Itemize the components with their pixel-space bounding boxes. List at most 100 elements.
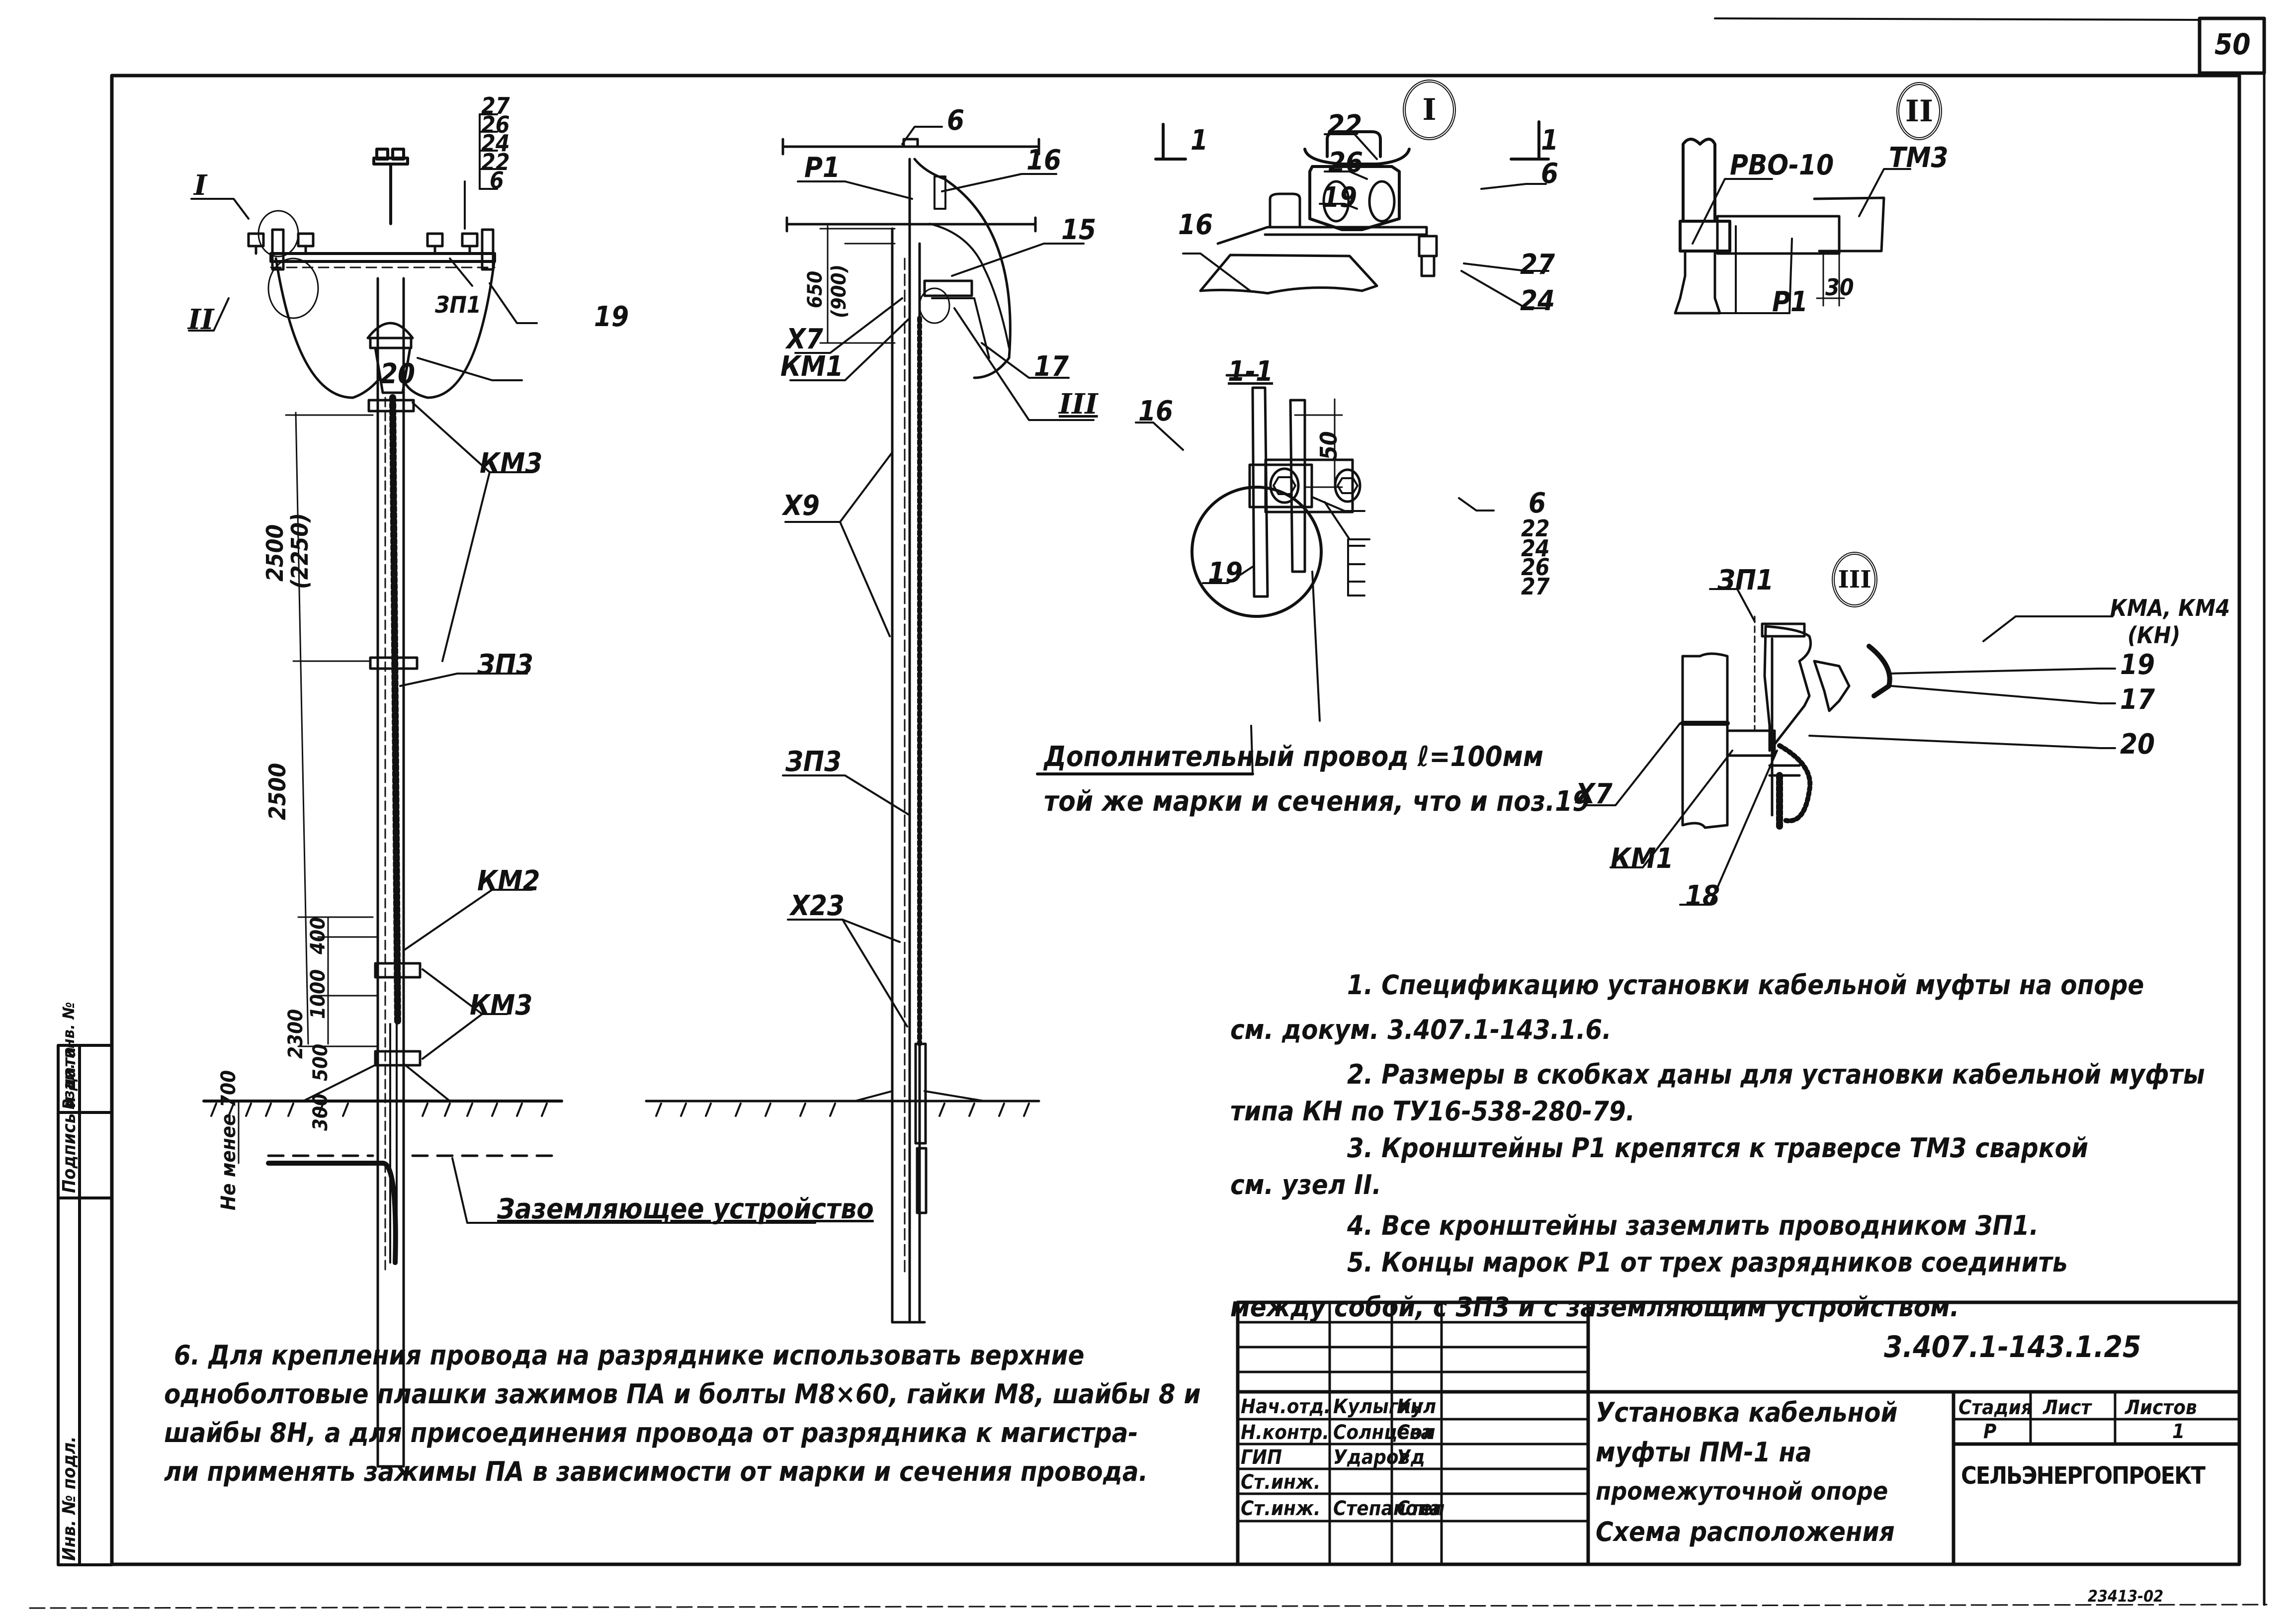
main-pole-view bbox=[188, 113, 816, 1468]
tb-role-2: Н.контр. bbox=[1241, 1421, 1330, 1444]
side-callout-p1: Р1 bbox=[804, 152, 840, 184]
title-block-frame bbox=[1236, 1300, 2241, 1566]
detail-III-title: III bbox=[1838, 566, 1871, 594]
tb-sheet-header: Лист bbox=[2043, 1396, 2092, 1419]
detail-II-callout-rvo: РВО-10 bbox=[1730, 149, 1834, 181]
side-stamp-frame bbox=[57, 1044, 113, 1566]
dim-depth-min-700: Не менее 700 bbox=[217, 1070, 240, 1210]
tb-stage-header: Стадия bbox=[1958, 1396, 2033, 1419]
side-stamp-inv-no: Инв. № подл. bbox=[59, 1436, 80, 1561]
detail-III-callout-x7: Х7 bbox=[1576, 778, 1613, 810]
dim-2500-mid: 2500 bbox=[264, 763, 291, 820]
note-line: см. узел II. bbox=[1230, 1169, 1381, 1200]
callout-zp1: ЗП1 bbox=[435, 291, 481, 318]
callout-20: 20 bbox=[380, 358, 416, 390]
tb-role-1: Нач.отд. bbox=[1241, 1395, 1331, 1418]
detail-I-callout-22: 22 bbox=[1327, 109, 1362, 142]
detail-III-marker: III bbox=[1832, 552, 1877, 607]
note-line: см. докум. 3.407.1-143.1.6. bbox=[1230, 1014, 1612, 1045]
drawing-title-line1: Установка кабельной bbox=[1596, 1397, 1898, 1428]
tb-sign-2: Сол bbox=[1397, 1421, 1436, 1444]
detail-III-callout-19: 19 bbox=[2120, 649, 2155, 681]
callout-19: 19 bbox=[594, 301, 629, 333]
detail-III-callout-kma: КМА, КМ4 bbox=[2110, 595, 2230, 621]
section-mark-right: 1 bbox=[1541, 124, 1559, 157]
detail-II-callout-tm3: ТМ3 bbox=[1889, 142, 1949, 174]
detail-III-callout-km1: КМ1 bbox=[1611, 843, 1674, 875]
detail-III-callout-kn: (КН) bbox=[2127, 622, 2181, 649]
note-line: 2. Размеры в скобках даны для установки … bbox=[1347, 1059, 2205, 1090]
side-callout-15: 15 bbox=[1061, 214, 1097, 246]
side-stamp-replace-inv: Взам. инв. № bbox=[59, 1002, 78, 1109]
tb-stage-value: Р bbox=[1983, 1420, 1997, 1443]
note-line: 3. Кронштейны Р1 крепятся к траверсе ТМ3… bbox=[1347, 1132, 2089, 1164]
note-line: 5. Концы марок Р1 от трех разрядников со… bbox=[1347, 1247, 2068, 1278]
tb-name-3: Ударов bbox=[1333, 1446, 1410, 1469]
detail-I-title: I bbox=[1422, 92, 1437, 127]
detail-II-dim-30: 30 bbox=[1825, 274, 1854, 301]
detail-III-callout-zp1: ЗП1 bbox=[1717, 564, 1774, 596]
drawing-title-line2: муфты ПМ-1 на bbox=[1596, 1437, 1812, 1468]
detail-III-callout-17: 17 bbox=[2120, 683, 2155, 716]
side-callout-detail-III: III bbox=[1059, 388, 1098, 421]
dim-2250-alt: (2250) bbox=[286, 512, 313, 589]
side-callout-zp3: ЗП3 bbox=[785, 746, 842, 778]
detail-II-drawing bbox=[1674, 138, 1911, 315]
note-line: 1. Спецификацию установки кабельной муфт… bbox=[1347, 969, 2144, 1001]
section-stack-26: 26 bbox=[1521, 554, 1550, 581]
callout-detail-II: II bbox=[188, 303, 214, 336]
note6-line: шайбы 8Н, а для присоединения провода от… bbox=[164, 1417, 1138, 1449]
detail-I-callout-27: 27 bbox=[1520, 249, 1555, 281]
side-callout-16: 16 bbox=[1026, 144, 1062, 176]
sheet-number: 50 bbox=[2214, 27, 2251, 61]
detail-I-marker: I bbox=[1403, 80, 1456, 140]
section-dim-50: 50 bbox=[1315, 431, 1342, 460]
side-dim-900-alt: (900) bbox=[828, 264, 850, 318]
tb-role-5: Ст.инж. bbox=[1241, 1497, 1321, 1520]
side-callout-6: 6 bbox=[947, 104, 965, 137]
tb-sheets-header: Листов bbox=[2125, 1396, 2197, 1419]
note-line: 4. Все кронштейны заземлить проводником … bbox=[1347, 1210, 2039, 1241]
tb-sign-1: Кул bbox=[1397, 1395, 1437, 1418]
note6-line: 6. Для крепления провода на разряднике и… bbox=[174, 1340, 1085, 1371]
document-code: 3.407.1-143.1.25 bbox=[1884, 1330, 2141, 1364]
dim-500: 500 bbox=[309, 1043, 332, 1081]
side-callout-x23: Х23 bbox=[790, 890, 845, 922]
detail-I-callout-26: 26 bbox=[1328, 147, 1363, 179]
callout-zp3: ЗП3 bbox=[477, 649, 534, 681]
side-callout-x7: Х7 bbox=[786, 323, 823, 355]
callout-stack-27: 27 bbox=[481, 92, 510, 119]
side-callout-km1: КМ1 bbox=[780, 350, 844, 383]
callout-stack-22: 22 bbox=[481, 149, 510, 175]
side-callout-x9: Х9 bbox=[783, 490, 820, 522]
general-notes: 1. Спецификацию установки кабельной муфт… bbox=[1230, 972, 2249, 1321]
note-6: 6. Для крепления провода на разряднике и… bbox=[164, 1342, 1223, 1485]
callout-km3-lower: КМ3 bbox=[470, 989, 533, 1022]
callout-stack-6: 6 bbox=[490, 167, 504, 194]
tb-name-2: Солнцева bbox=[1333, 1421, 1433, 1444]
dim-2300: 2300 bbox=[284, 1009, 307, 1059]
detail-II-title: II bbox=[1905, 93, 1934, 129]
note-line: между собой, с ЗП3 и с заземляющим устро… bbox=[1230, 1291, 1959, 1323]
detail-II-callout-p1: Р1 bbox=[1772, 286, 1808, 318]
dim-2500-top: 2500 bbox=[261, 524, 288, 582]
tb-sheets-value: 1 bbox=[2172, 1420, 2185, 1443]
drawing-title-line3: промежуточной опоре bbox=[1596, 1477, 1888, 1506]
organization-name: СЕЛЬЭНЕРГОПРОЕКТ bbox=[1961, 1462, 2206, 1490]
side-callout-17: 17 bbox=[1034, 350, 1069, 383]
section-1-1-title: 1-1 bbox=[1228, 355, 1274, 388]
detail-III-callout-20: 20 bbox=[2120, 728, 2155, 761]
sheet-frame bbox=[29, 16, 2268, 1609]
tb-name-5: Степанова bbox=[1333, 1497, 1442, 1520]
callout-km3-upper: КМ3 bbox=[480, 447, 543, 480]
section-stack-22: 22 bbox=[1521, 515, 1550, 542]
extra-wire-note-line2: той же марки и сечения, что и поз.19 bbox=[1044, 785, 1590, 818]
side-dim-650: 650 bbox=[804, 270, 827, 308]
dim-1000: 1000 bbox=[307, 969, 330, 1019]
extra-wire-note-line1: Дополнительный провод ℓ=100мм bbox=[1044, 741, 1543, 773]
detail-I-callout-6: 6 bbox=[1541, 158, 1559, 190]
tb-sign-3: Уд bbox=[1397, 1446, 1425, 1469]
section-callout-19: 19 bbox=[1208, 557, 1243, 589]
section-mark-left: 1 bbox=[1191, 124, 1208, 157]
